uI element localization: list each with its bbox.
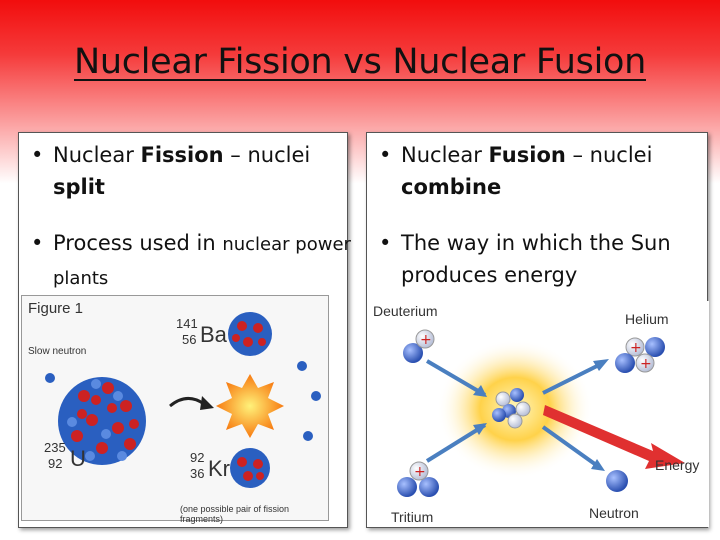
uranium-mass: 235: [44, 440, 66, 455]
fission-diagram: Figure 1 Slow neutron 235 92 U 141 56 Ba…: [21, 295, 329, 524]
uranium-number: 92: [48, 456, 63, 471]
barium-number: 56: [182, 332, 197, 347]
fusion-bullet-1: •Nuclear Fusion – nuclei combine: [379, 143, 653, 199]
tritium-label: Tritium: [391, 509, 434, 525]
slow-neutron: [45, 373, 55, 383]
helium-nucleus: + +: [615, 337, 665, 373]
uranium-symbol: U: [70, 446, 86, 471]
krypton-nucleus: [230, 448, 270, 488]
emitted-neutron: [311, 391, 321, 401]
deuterium-label: Deuterium: [373, 303, 438, 319]
fusion-neutron: [606, 470, 628, 492]
fusion-diagram: + + + + Deuterium Helium Energy: [367, 301, 709, 527]
energy-burst: [216, 374, 284, 438]
svg-text:+: +: [414, 464, 426, 480]
fission-arrow: [169, 397, 205, 408]
krypton-number: 36: [190, 466, 205, 481]
fusion-panel: •Nuclear Fusion – nuclei combine •The wa…: [366, 132, 709, 528]
fusion-bullet-2: •The way in which the Sun produces energ…: [379, 231, 671, 287]
fission-panel: •Nuclear Fission – nuclei split •Process…: [18, 132, 351, 528]
fission-bullet-1: •Nuclear Fission – nuclei split: [31, 143, 311, 199]
barium-nucleus: [228, 312, 272, 356]
uranium-nucleus: [58, 377, 146, 465]
fission-diagram-graphic: [45, 312, 321, 488]
barium-mass: 141: [176, 316, 198, 331]
svg-text:+: +: [420, 332, 432, 348]
fusion-cluster: [492, 388, 531, 429]
fission-footnote: (one possible pair of fission fragments): [180, 504, 290, 524]
krypton-symbol: Kr: [208, 456, 230, 481]
krypton-mass: 92: [190, 450, 205, 465]
energy-arrow: [543, 405, 685, 469]
neutron-arrow: [541, 425, 601, 469]
helium-label: Helium: [625, 311, 669, 327]
slide-title: Nuclear Fission vs Nuclear Fusion: [73, 42, 646, 82]
helium-arrow: [542, 361, 604, 395]
fusion-diagram-graphic: + + + +: [397, 329, 685, 497]
figure-caption: Figure 1: [28, 300, 84, 317]
svg-text:+: +: [630, 340, 642, 356]
energy-label: Energy: [655, 457, 700, 473]
fission-bullet-2: •Process used in nuclear power plants: [31, 231, 351, 289]
svg-text:+: +: [640, 356, 652, 372]
neutron-label: Neutron: [589, 505, 639, 521]
tritium-nucleus: +: [397, 461, 439, 497]
emitted-neutron: [297, 361, 307, 371]
deuterium-nucleus: +: [403, 329, 435, 363]
barium-symbol: Ba: [200, 322, 227, 347]
deuterium-arrow: [425, 359, 487, 397]
slow-neutron-label: Slow neutron: [28, 346, 87, 357]
emitted-neutron: [303, 431, 313, 441]
tritium-arrow: [425, 423, 487, 463]
